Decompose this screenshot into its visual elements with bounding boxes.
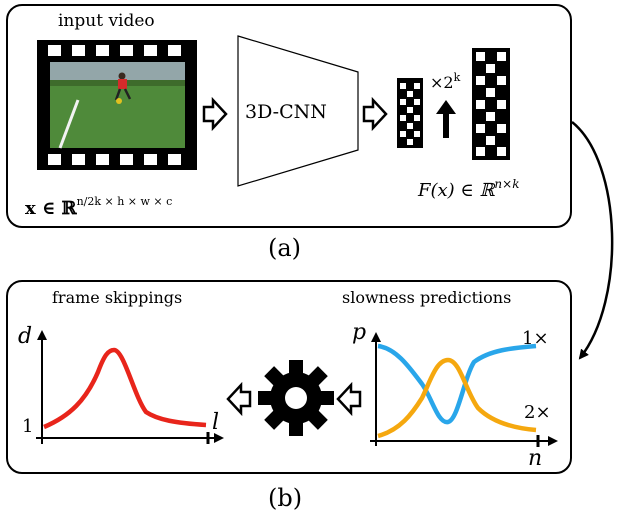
left-y-tick: 1 (22, 416, 34, 437)
frame-skipping-plot (36, 330, 224, 444)
output-tensor-text: F(x) ∈ ℝ (418, 180, 495, 201)
curved-arrow-icon (571, 121, 614, 360)
right-plot-title: slowness predictions (342, 288, 512, 307)
series-1x-label: 1× (522, 328, 549, 349)
network-label: 3D-CNN (245, 101, 327, 123)
series-2x-label: 2× (524, 402, 551, 423)
large-output-matrix (472, 48, 510, 160)
video-label: input video (58, 11, 155, 31)
left-y-axis-label: d (18, 324, 33, 349)
output-tensor-superscript: n×k (494, 177, 520, 191)
hollow-arrow-icon (336, 381, 362, 417)
hollow-arrow-icon (362, 96, 388, 132)
small-output-matrix (397, 78, 423, 148)
left-plot-title: frame skippings (52, 288, 183, 307)
film-strip-icon (37, 40, 197, 170)
up-arrow-icon (436, 100, 456, 138)
right-y-axis-label: p (352, 320, 367, 345)
input-tensor-superscript: n/2k × h × w × c (76, 195, 173, 208)
hollow-arrow-icon (202, 96, 228, 132)
frame-skipping-curve (43, 347, 207, 430)
input-tensor-text: x ∈ ℝ (25, 198, 77, 219)
series-2x-curve (377, 357, 537, 439)
caption-a: (a) (268, 234, 302, 262)
left-x-axis-label: l (212, 410, 220, 435)
gear-icon (258, 360, 334, 436)
series-1x-curve (377, 343, 537, 425)
upsample-text: ×2 (430, 73, 454, 92)
hollow-arrow-icon (226, 381, 252, 417)
right-x-axis-label: n (528, 446, 543, 471)
slowness-prediction-plot (370, 332, 558, 447)
input-tensor-formula: x ∈ ℝn/2k × h × w × c (25, 196, 172, 218)
trapezoid-network-icon (237, 35, 359, 187)
output-tensor-formula: F(x) ∈ ℝn×k (418, 178, 519, 200)
upsample-label: ×2k (430, 72, 460, 91)
upsample-superscript: k (453, 71, 461, 84)
caption-b: (b) (268, 484, 303, 512)
